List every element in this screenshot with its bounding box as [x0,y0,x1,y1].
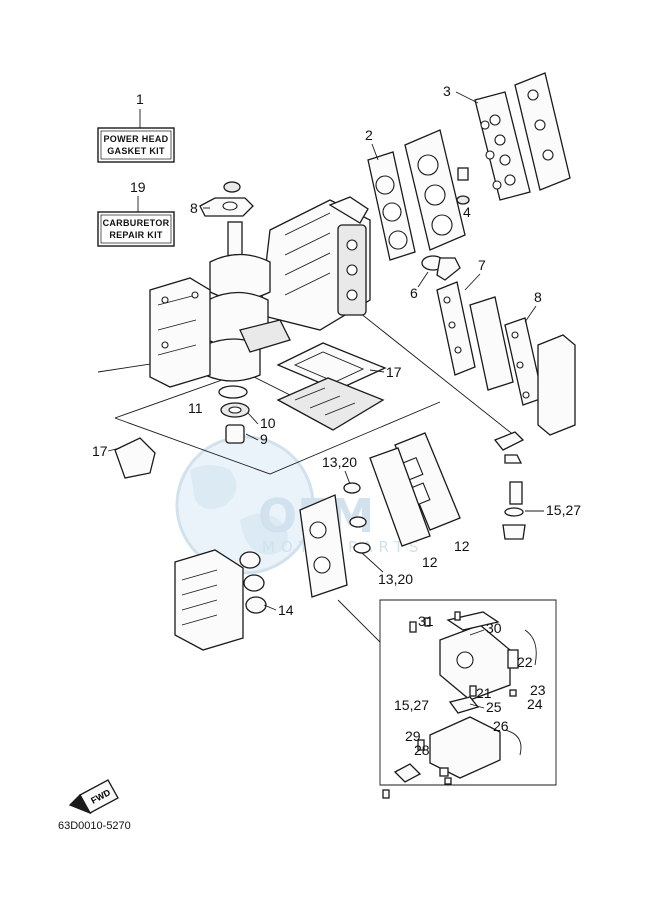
part-silencer [174,549,244,651]
part-13-20-orings: 13,20 13,20 [322,454,413,587]
callout-16: 15,27 [546,502,581,518]
part-17-cap: 17 [92,437,156,479]
callout-4: 4 [463,204,471,220]
callout-31: 31 [418,613,434,629]
callout-15-27: 15,27 [394,697,429,713]
callout-8: 8 [190,200,198,216]
part-5-thermostat: 6 [410,255,461,301]
part-7-cover-gasket: 8 [504,289,544,406]
part-11-oring: 11 [188,385,248,416]
part-base [276,377,385,431]
part-18-base-gasket: 17 [276,342,402,391]
callout-10: 10 [260,415,276,431]
kit-box-power-head: 1 POWER HEAD GASKET KIT [97,91,175,163]
callout-13-20-top: 13,20 [322,454,357,470]
callout-23: 23 [530,682,546,698]
watermark: OEM MOTORPARTS [175,435,419,575]
kit-box-carburetor: 19 CARBURETOR REPAIR KIT [97,179,175,247]
part-crankshaft [204,221,291,382]
callout-2: 2 [365,127,373,143]
callout-18: 17 [386,364,402,380]
callout-5: 6 [410,285,418,301]
kit-box-line2: GASKET KIT [107,146,165,156]
part-4-plug: 4 [456,167,471,220]
callout-12b: 12 [454,538,470,554]
part-6-exhaust-gasket: 7 [436,257,486,376]
callout-12: 12 [422,554,438,570]
part-8-flange: 8 [190,181,254,217]
part-10-seal: 10 [220,402,276,431]
carburetor-inset: 31 30 22 21 23 24 15,27 25 26 29 28 [379,599,557,799]
part-intake-manifold [299,494,348,598]
part-head-cover [514,72,571,191]
kit-box-line1: POWER HEAD [103,134,168,144]
callout-7: 8 [534,289,542,305]
part-9-seal: 9 [225,424,268,447]
callout-25: 25 [486,699,502,715]
part-16-fittings: 15,27 [493,431,581,540]
callout-14: 14 [278,602,294,618]
part-14-silencer-gaskets: 14 [239,551,294,618]
callout-24: 24 [527,696,543,712]
part-2-head-gasket: 2 [365,127,416,261]
callout-11: 11 [188,400,203,416]
part-exhaust-cover-left [149,277,211,388]
callout-28: 28 [414,742,430,758]
part-exhaust-cover-right [537,334,576,436]
callout-13-20-bottom: 13,20 [378,571,413,587]
callout-30: 30 [486,620,502,636]
part-cylinder-block [259,196,371,331]
callout-29: 29 [405,728,421,744]
callout-22: 22 [517,654,533,670]
diagram-code: 63D0010-5270 [58,820,131,832]
callout-3: 3 [443,83,451,99]
callout-9: 9 [260,431,268,447]
callout-26: 26 [493,718,509,734]
part-exhaust-plate [469,296,514,391]
part-cylinder-head [404,129,466,251]
callout-19: 19 [130,179,146,195]
callout-21: 21 [476,685,492,701]
callout-6: 7 [478,257,486,273]
kit-box-line1: CARBURETOR [103,218,170,228]
part-3-cover-gasket: 3 [443,83,531,201]
callout-17: 17 [92,443,108,459]
fwd-arrow: FWD [68,779,119,815]
callout-1: 1 [136,91,144,107]
kit-box-line2: REPAIR KIT [109,230,163,240]
part-12-intake-gaskets: 12 12 [369,432,470,570]
